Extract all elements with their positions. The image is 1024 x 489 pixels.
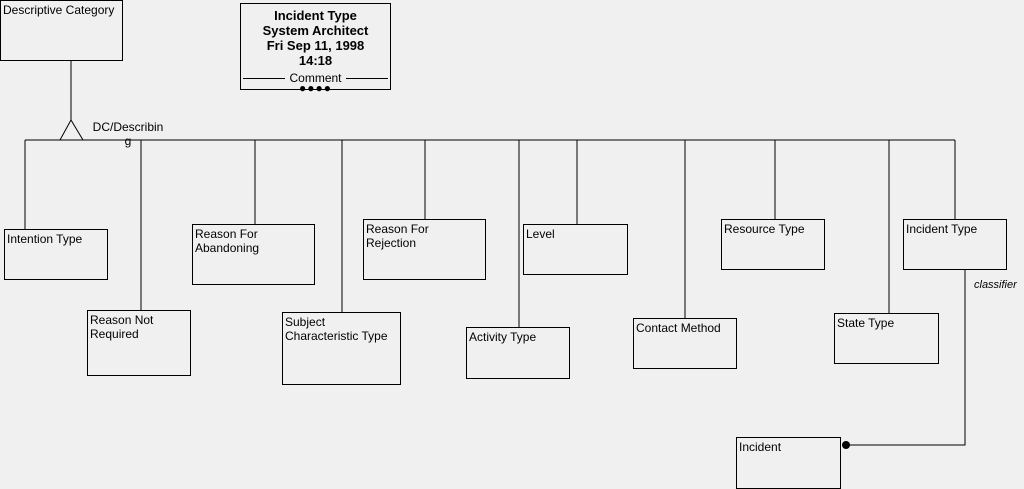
comment-row: Comment bbox=[243, 71, 388, 85]
entity-intention-type[interactable]: Intention Type bbox=[4, 229, 108, 280]
entity-descriptive-category[interactable]: Descriptive Category bbox=[0, 0, 123, 61]
crows-foot bbox=[59, 118, 84, 141]
title-entity: Incident Type bbox=[274, 8, 357, 23]
entity-reason-for-rejection[interactable]: Reason For Rejection bbox=[363, 219, 486, 280]
classifier-line bbox=[846, 269, 966, 446]
entity-incident[interactable]: Incident bbox=[736, 437, 841, 489]
title-date: Fri Sep 11, 1998 bbox=[266, 38, 365, 53]
entity-resource-type[interactable]: Resource Type bbox=[721, 219, 825, 270]
entity-subject-characteristic-type[interactable]: Subject Characteristic Type bbox=[282, 312, 401, 385]
diagram-title-block: Incident Type System Architect Fri Sep 1… bbox=[240, 3, 391, 95]
entity-activity-type[interactable]: Activity Type bbox=[466, 327, 570, 379]
classifier-end-dot bbox=[842, 441, 850, 449]
relationship-label-dc-describing: DC/Describin g bbox=[92, 120, 164, 148]
entity-level[interactable]: Level bbox=[523, 224, 628, 275]
entity-reason-not-required[interactable]: Reason Not Required bbox=[87, 310, 191, 376]
entity-incident-type[interactable]: Incident Type bbox=[903, 219, 1007, 270]
relationship-label-classifier: classifier bbox=[974, 279, 1017, 291]
title-author: System Architect bbox=[262, 23, 369, 38]
entity-contact-method[interactable]: Contact Method bbox=[633, 318, 737, 369]
comment-rule-left bbox=[243, 78, 285, 79]
title-time: 14:18 bbox=[298, 53, 333, 68]
comment-rule-right bbox=[346, 78, 388, 79]
entity-state-type[interactable]: State Type bbox=[834, 313, 939, 364]
entity-reason-for-abandoning[interactable]: Reason For Abandoning bbox=[192, 224, 315, 285]
comment-marker: ●●●● bbox=[299, 81, 332, 95]
comment-label: Comment bbox=[289, 71, 342, 85]
